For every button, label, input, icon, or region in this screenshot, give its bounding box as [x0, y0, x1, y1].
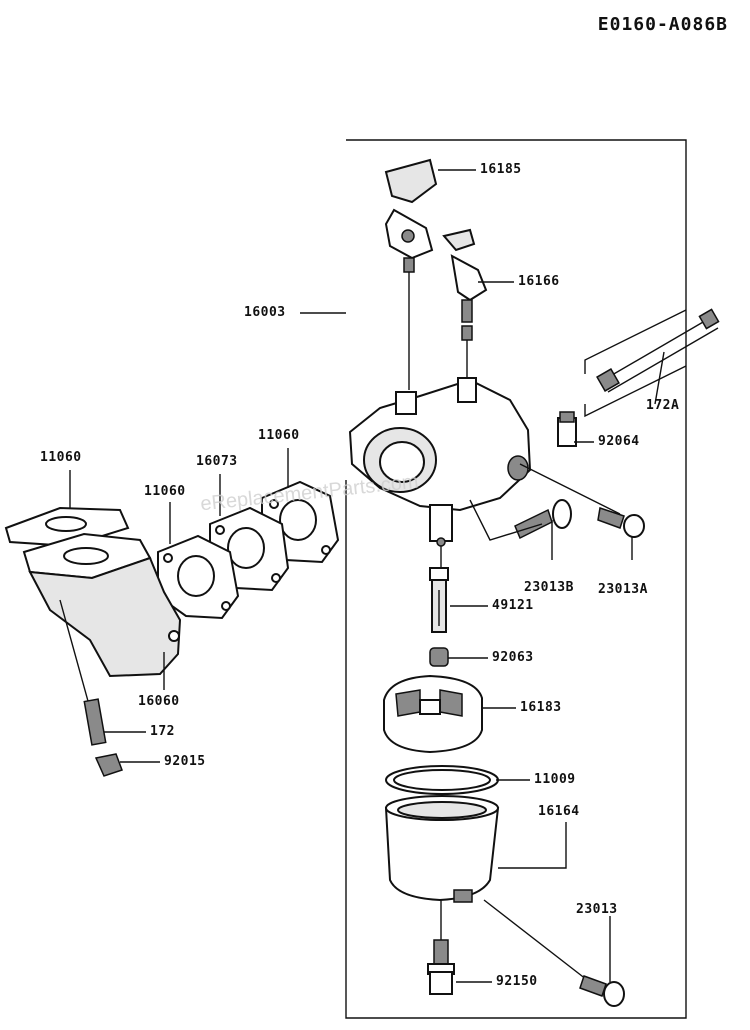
float-bowl-16164 [384, 795, 601, 991]
screw-23013b [514, 499, 572, 560]
label-16166: 16166 [518, 274, 560, 289]
bolt-92150 [427, 900, 455, 995]
throttle-lever-16166 [442, 228, 488, 380]
label-16073: 16073 [196, 454, 238, 469]
label-92015: 92015 [164, 754, 206, 769]
label-92150: 92150 [496, 974, 538, 989]
label-16183: 16183 [520, 700, 562, 715]
carburetor-body-16003 [348, 377, 532, 570]
label-11009: 11009 [534, 772, 576, 787]
label-92064: 92064 [598, 434, 640, 449]
label-16003: 16003 [244, 305, 286, 320]
leader-23013a [519, 463, 621, 515]
screw-23013 [579, 916, 625, 1007]
label-16164: 16164 [538, 804, 580, 819]
label-11060-mid: 11060 [144, 484, 186, 499]
stud-172 [83, 698, 107, 746]
label-23013a: 23013A [598, 582, 648, 597]
label-11060-left: 11060 [40, 450, 82, 465]
diagram-code: E0160-A086B [597, 14, 728, 35]
label-23013: 23013 [576, 902, 618, 917]
insulator-16060 [4, 506, 182, 731]
assembly-frame [345, 139, 687, 1019]
nozzle-49121 [429, 567, 449, 633]
choke-lever-16185 [384, 158, 438, 390]
screw-23013a [597, 507, 645, 560]
leader-lines [69, 169, 665, 983]
label-23013b: 23013B [524, 580, 574, 595]
nut-92015 [94, 753, 123, 777]
screw-92064 [557, 411, 577, 447]
label-172: 172 [150, 724, 175, 739]
gasket-11009-inner [393, 769, 491, 791]
label-172a: 172A [646, 398, 680, 413]
label-92063: 92063 [492, 650, 534, 665]
label-49121: 49121 [492, 598, 534, 613]
label-16185: 16185 [480, 162, 522, 177]
label-11060-top: 11060 [258, 428, 300, 443]
float-16183 [383, 674, 483, 754]
jet-92063 [429, 647, 449, 667]
bracket-23013b [469, 499, 543, 541]
label-16060: 16060 [138, 694, 180, 709]
